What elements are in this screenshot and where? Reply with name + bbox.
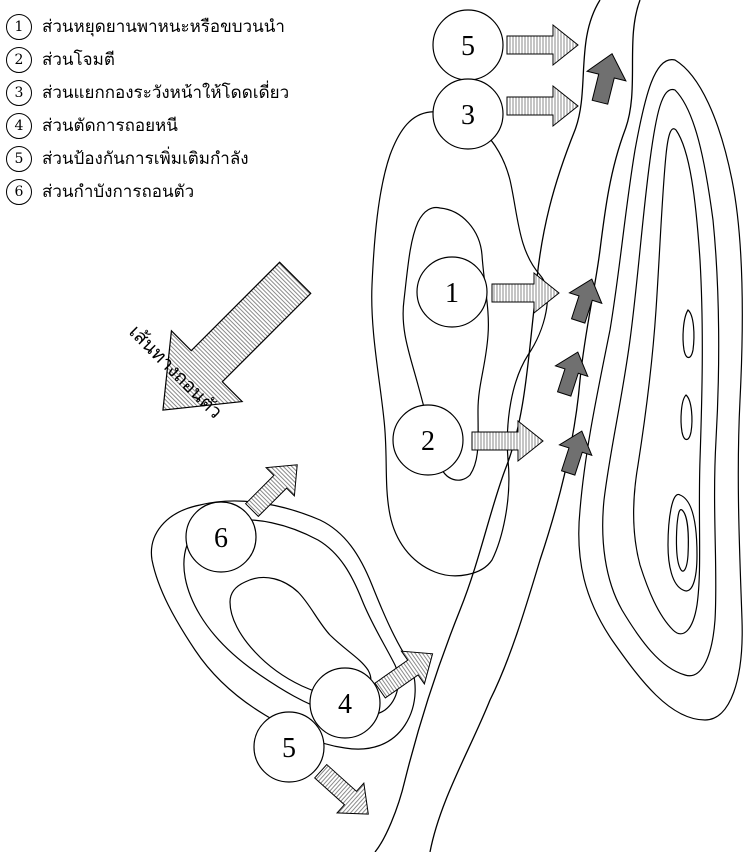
- fire-arrow-2: [471, 419, 544, 463]
- enemy-arrow-1: [568, 278, 603, 324]
- cover-arrow-6: [244, 464, 298, 518]
- ridge-contour-2: [602, 88, 720, 677]
- fire-arrow-3: [506, 84, 579, 128]
- fire-arrow-5-top: [506, 23, 579, 67]
- legend-label: ส่วนแยกกองระวังหน้าให้โดดเดี่ยว: [42, 83, 290, 103]
- ridge-contour-7: [680, 394, 693, 441]
- legend-label: ส่วนตัดการถอยหนี: [42, 116, 178, 136]
- unit-circle-6: 6: [185, 501, 257, 573]
- ridge-contour-5: [675, 509, 689, 572]
- legend-item: 1 ส่วนหยุดยานพาหนะหรือขบวนนำ: [6, 10, 289, 43]
- upper-hill-contour-outer: [371, 111, 548, 577]
- svg-text:5: 5: [461, 31, 475, 62]
- unit-circle-5-bottom: 5: [253, 711, 325, 783]
- legend-label: ส่วนโจมตี: [42, 50, 115, 70]
- road-left-edge: [374, 0, 601, 852]
- unit-circle-5-top: 5: [432, 9, 504, 81]
- enemy-arrow-top: [585, 53, 627, 105]
- reinforce-arrow-5-bottom: [314, 763, 369, 815]
- lower-hill-contour-outer: [150, 500, 416, 750]
- legend-number-badge: 1: [6, 13, 32, 40]
- legend-number-badge: 3: [6, 79, 32, 106]
- svg-text:5: 5: [282, 733, 296, 764]
- legend-item: 6 ส่วนกำบังการถอนตัว: [6, 175, 289, 208]
- ridge-contour-6: [682, 309, 695, 359]
- enemy-arrow-3: [558, 430, 593, 476]
- legend: 1 ส่วนหยุดยานพาหนะหรือขบวนนำ 2 ส่วนโจมตี…: [6, 10, 289, 208]
- legend-label: ส่วนกำบังการถอนตัว: [42, 182, 195, 202]
- ridge-contour-3: [633, 128, 703, 635]
- enemy-arrow-2: [554, 351, 589, 397]
- legend-item: 2 ส่วนโจมตี: [6, 43, 289, 76]
- svg-text:4: 4: [338, 689, 352, 720]
- svg-text:6: 6: [214, 523, 228, 554]
- unit-circle-4: 4: [309, 667, 381, 739]
- legend-number-badge: 6: [6, 178, 32, 205]
- unit-circle-3: 3: [432, 78, 504, 150]
- ridge-contour-1: [578, 59, 743, 721]
- road-right-edge: [429, 0, 641, 852]
- legend-item: 4 ส่วนตัดการถอยหนี: [6, 109, 289, 142]
- cutoff-arrow-4: [374, 650, 434, 699]
- legend-label: ส่วนป้องกันการเพิ่มเติมกำลัง: [42, 149, 249, 169]
- fire-arrow-1: [491, 271, 560, 315]
- legend-number-badge: 4: [6, 112, 32, 139]
- legend-label: ส่วนหยุดยานพาหนะหรือขบวนนำ: [42, 17, 285, 37]
- svg-text:2: 2: [421, 426, 435, 457]
- svg-text:1: 1: [445, 278, 459, 309]
- unit-circle-1: 1: [416, 256, 488, 328]
- legend-number-badge: 2: [6, 46, 32, 73]
- svg-text:3: 3: [461, 100, 475, 131]
- unit-circle-2: 2: [392, 404, 464, 476]
- legend-item: 3 ส่วนแยกกองระวังหน้าให้โดดเดี่ยว: [6, 76, 289, 109]
- legend-number-badge: 5: [6, 145, 32, 172]
- ridge-contour-4: [667, 493, 698, 592]
- legend-item: 5 ส่วนป้องกันการเพิ่มเติมกำลัง: [6, 142, 289, 175]
- withdrawal-route-arrow: [162, 261, 312, 411]
